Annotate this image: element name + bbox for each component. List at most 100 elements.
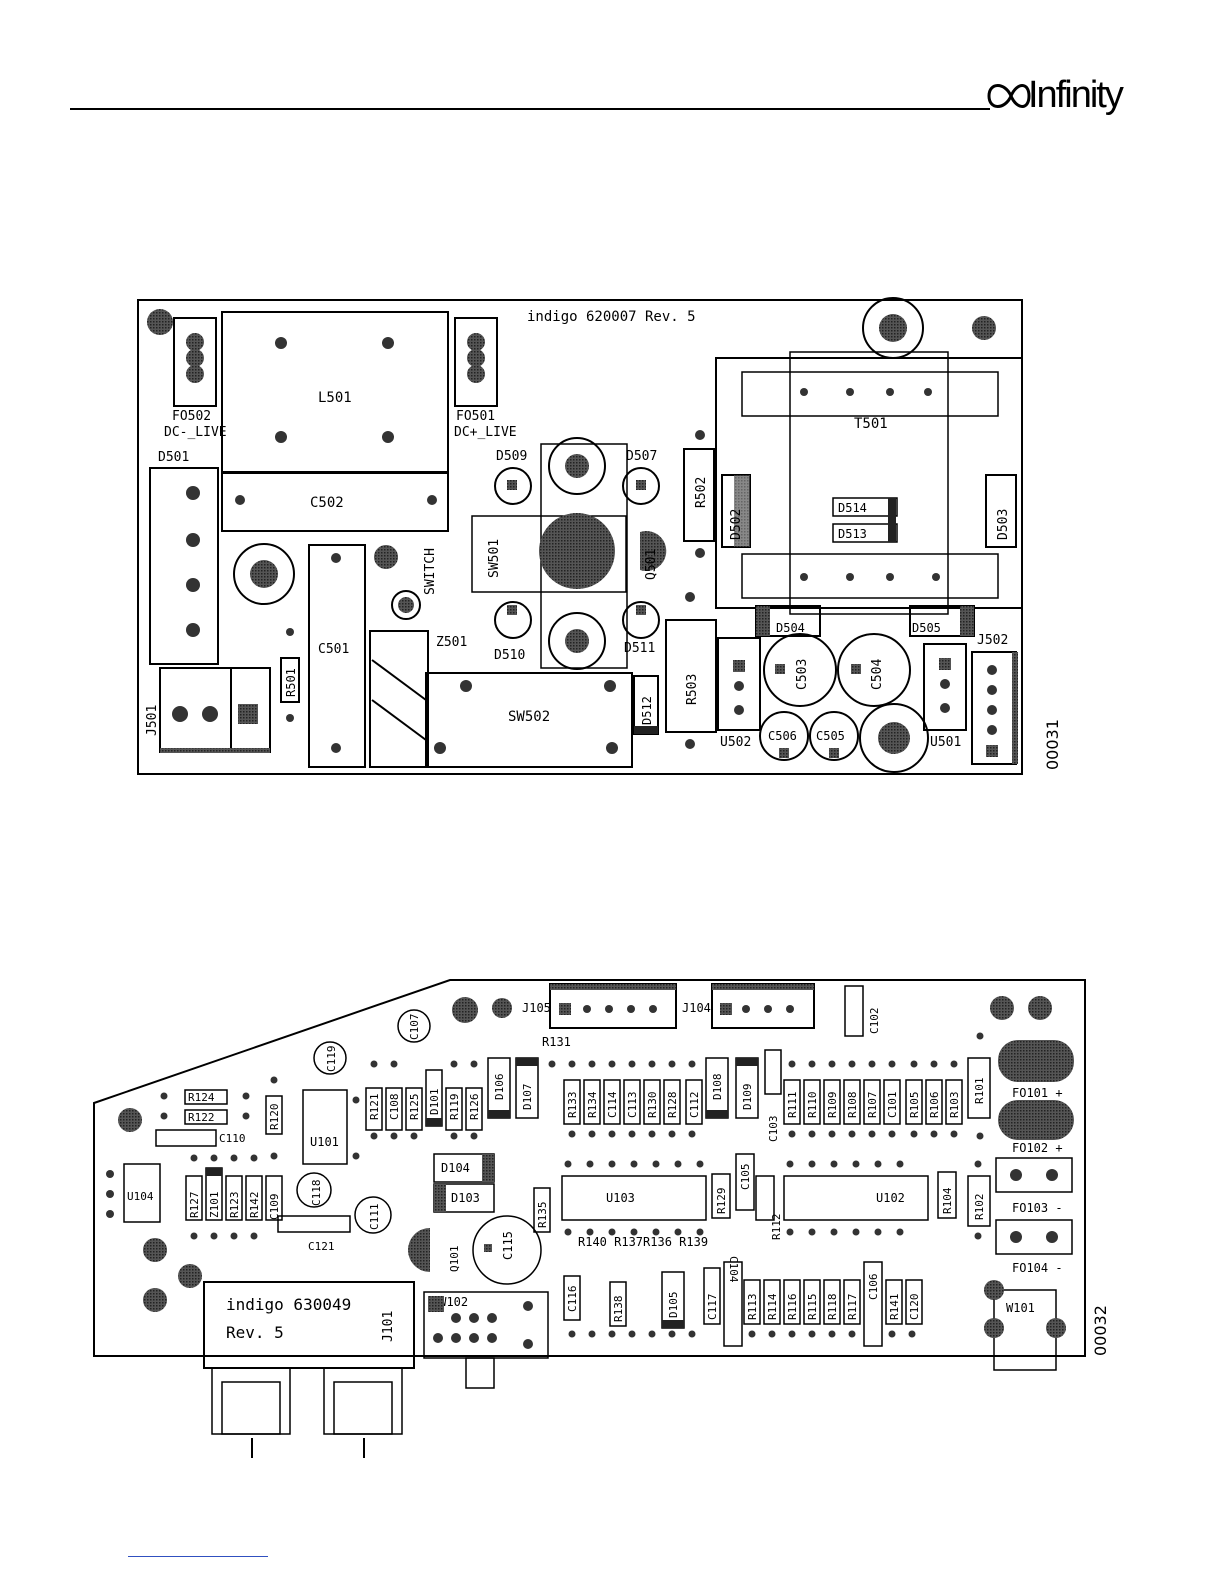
fuse-fo102 xyxy=(998,1100,1074,1140)
label-r102: R102 xyxy=(973,1194,986,1221)
label-r502: R502 xyxy=(694,477,709,508)
label-c114: C114 xyxy=(606,1091,619,1118)
label-r118: R118 xyxy=(826,1294,839,1321)
label-w101: W101 xyxy=(1006,1301,1035,1315)
label-fo101: FO101 + xyxy=(1012,1086,1063,1100)
capacitor-c503 xyxy=(763,633,837,707)
label-u502: U502 xyxy=(720,735,751,750)
fuse-fo101 xyxy=(998,1040,1074,1082)
board2-title-line1: indigo 630049 xyxy=(226,1295,351,1314)
board2-title-line2: Rev. 5 xyxy=(226,1323,284,1342)
label-r110: R110 xyxy=(806,1092,819,1119)
label-d512: D512 xyxy=(640,696,654,725)
board-620007: indigo 620007 Rev. 5 FO502 DC-_LIVE FO50… xyxy=(137,297,1062,775)
label-u501: U501 xyxy=(930,735,961,750)
label-c116: C116 xyxy=(566,1286,579,1313)
label-c104: C104 xyxy=(727,1256,740,1283)
label-switch: SWITCH xyxy=(423,548,438,595)
label-r104: R104 xyxy=(941,1187,954,1214)
resistor-r503 xyxy=(665,619,717,733)
label-c118: C118 xyxy=(310,1180,323,1207)
fuse-fo103 xyxy=(995,1157,1073,1193)
label-q501: Q501 xyxy=(644,549,659,580)
board-630049: J105 J104 C102 C107 R131 C119 R124 R122 … xyxy=(93,979,1110,1458)
label-d109: D109 xyxy=(741,1084,754,1111)
brand-name: Infinity xyxy=(1028,74,1124,116)
label-j501: J501 xyxy=(145,705,160,736)
label-d511: D511 xyxy=(624,641,655,656)
label-r127: R127 xyxy=(188,1192,201,1219)
fuse-fo104 xyxy=(995,1219,1073,1255)
label-r124: R124 xyxy=(188,1091,215,1104)
label-c107: C107 xyxy=(408,1014,421,1041)
label-r109: R109 xyxy=(826,1092,839,1119)
label-r503: R503 xyxy=(685,674,700,705)
label-c117: C117 xyxy=(706,1294,719,1321)
label-r112: R112 xyxy=(770,1214,783,1241)
infinity-logo-icon xyxy=(987,84,1031,108)
capacitor-c502 xyxy=(221,472,449,532)
label-u103: U103 xyxy=(606,1191,635,1205)
label-r105: R105 xyxy=(908,1092,921,1119)
label-c119: C119 xyxy=(325,1046,338,1073)
label-c102: C102 xyxy=(868,1008,881,1035)
capacitor-c505 xyxy=(809,711,859,761)
label-fo102: FO102 + xyxy=(1012,1141,1063,1155)
label-r122: R122 xyxy=(188,1111,215,1124)
label-c103: C103 xyxy=(767,1116,780,1143)
fuse-holder-fo501 xyxy=(454,317,498,407)
label-r107: R107 xyxy=(866,1092,879,1119)
label-r141: R141 xyxy=(888,1294,901,1321)
label-r116: R116 xyxy=(786,1294,799,1321)
label-sw501: SW501 xyxy=(487,539,502,578)
regulator-u501 xyxy=(923,643,967,731)
label-c505: C505 xyxy=(816,729,845,743)
switch-sw502 xyxy=(425,672,633,768)
label-r115: R115 xyxy=(806,1294,819,1321)
label-r108: R108 xyxy=(846,1092,859,1119)
label-c109: C109 xyxy=(268,1194,281,1221)
label-dc-live-pos: DC+_LIVE xyxy=(454,425,517,440)
label-r134: R134 xyxy=(586,1091,599,1118)
label-r501: R501 xyxy=(284,668,298,697)
footer-link-underline xyxy=(128,1556,268,1557)
label-d107: D107 xyxy=(521,1084,534,1111)
label-d103: D103 xyxy=(451,1191,480,1205)
diode-d513 xyxy=(832,523,898,543)
board1-title: indigo 620007 Rev. 5 xyxy=(527,309,696,325)
label-j502: J502 xyxy=(977,633,1008,648)
label-r106: R106 xyxy=(928,1092,941,1119)
label-r121: R121 xyxy=(368,1094,381,1121)
label-c101: C101 xyxy=(886,1092,899,1119)
label-c105: C105 xyxy=(739,1164,752,1191)
label-r142: R142 xyxy=(248,1192,261,1219)
label-dc-live-neg: DC-_LIVE xyxy=(164,425,227,440)
diode-d503 xyxy=(985,474,1017,548)
label-d510: D510 xyxy=(494,648,525,663)
capacitor-c501 xyxy=(308,544,366,768)
label-c113: C113 xyxy=(626,1092,639,1119)
label-c504: C504 xyxy=(870,659,885,690)
label-r128: R128 xyxy=(666,1092,679,1119)
ic-u102 xyxy=(783,1175,929,1221)
label-d509: D509 xyxy=(496,449,527,464)
label-u102: U102 xyxy=(876,1191,905,1205)
label-d105: D105 xyxy=(667,1292,680,1319)
label-d501: D501 xyxy=(158,450,189,465)
label-c115: C115 xyxy=(501,1231,515,1260)
board2-outline xyxy=(93,979,1086,1357)
transformer-t501 xyxy=(715,357,1023,609)
label-d106: D106 xyxy=(493,1074,506,1101)
label-c503: C503 xyxy=(795,659,810,690)
label-r130: R130 xyxy=(646,1092,659,1119)
label-c111: C111 xyxy=(368,1204,381,1231)
top-resistor-row: R121 C108 R125 D101 R119 R126 D106 D107 … xyxy=(365,1049,991,1143)
capacitor-c504 xyxy=(837,633,911,707)
ic-u104 xyxy=(123,1163,161,1223)
label-r117: R117 xyxy=(846,1294,859,1321)
label-j104: J104 xyxy=(682,1001,711,1015)
connector-j101 xyxy=(203,1281,415,1369)
label-r131: R131 xyxy=(542,1035,571,1049)
ic-u103 xyxy=(561,1175,707,1221)
